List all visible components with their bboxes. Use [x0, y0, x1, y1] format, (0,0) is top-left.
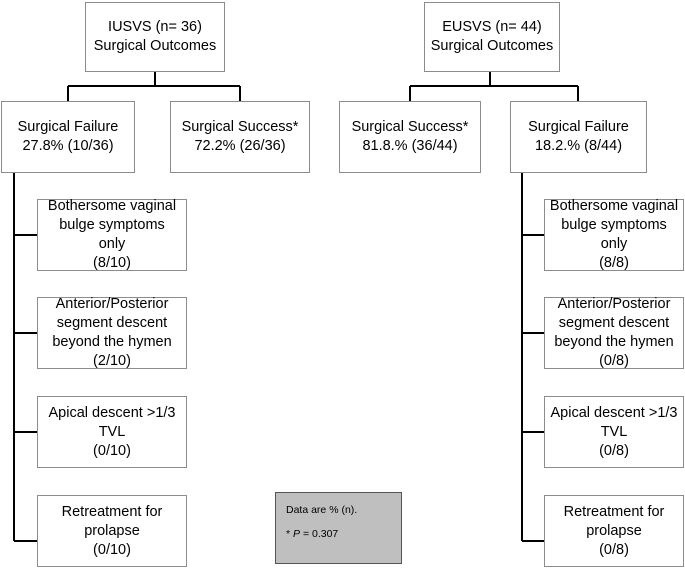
eusvs-success-rate: 81.8.% (36/44): [362, 138, 458, 154]
p-value-variable: P: [293, 528, 301, 540]
p-value-number: = 0.307: [300, 528, 339, 540]
eusvs-title: EUSVS (n= 44): [442, 19, 542, 35]
iusvs-success-label: Surgical Success*: [181, 119, 299, 135]
detail-text: Retreatment for prolapse: [563, 503, 665, 539]
footnote-data-format: Data are % (n).: [286, 504, 358, 516]
iusvs-title: IUSVS (n= 36): [108, 19, 202, 35]
eusvs-failure-rate: 18.2.% (8/44): [534, 138, 623, 154]
detail-count: (0/10): [93, 442, 131, 459]
p-value-prefix: *: [286, 528, 294, 540]
eusvs-outcomes-box: EUSVS (n= 44) Surgical Outcomes: [424, 2, 560, 72]
iusvs-outcomes-box: IUSVS (n= 36) Surgical Outcomes: [85, 2, 225, 72]
detail-count: (0/10): [93, 541, 131, 558]
eusvs-detail-retreatment: Retreatment for prolapse (0/8): [544, 495, 684, 567]
iusvs-failure-box: Surgical Failure 27.8% (10/36): [1, 101, 135, 173]
iusvs-detail-bulge: Bothersome vaginal bulge symptoms only (…: [37, 198, 187, 271]
iusvs-success-box: Surgical Success* 72.2% (26/36): [170, 101, 310, 173]
iusvs-failure-label: Surgical Failure: [17, 119, 119, 135]
detail-text: Bothersome vaginal bulge symptoms only: [549, 198, 679, 252]
detail-count: (8/10): [93, 255, 131, 271]
eusvs-success-box: Surgical Success* 81.8.% (36/44): [339, 101, 481, 173]
iusvs-detail-segment: Anterior/Posterior segment descent beyon…: [37, 296, 187, 369]
iusvs-failure-rate: 27.8% (10/36): [22, 138, 114, 154]
detail-count: (0/8): [599, 353, 629, 369]
iusvs-success-rate: 72.2% (26/36): [194, 138, 286, 154]
detail-count: (0/8): [599, 541, 629, 558]
iusvs-detail-retreatment: Retreatment for prolapse (0/10): [37, 495, 187, 567]
eusvs-failure-label: Surgical Failure: [528, 119, 629, 135]
detail-count: (8/8): [599, 255, 629, 271]
footnote-box: Data are % (n). * P = 0.307: [275, 492, 402, 564]
eusvs-failure-box: Surgical Failure 18.2.% (8/44): [510, 101, 647, 173]
detail-text: Retreatment for prolapse: [61, 503, 163, 539]
detail-text: Apical descent >1/3 TVL: [550, 404, 678, 440]
detail-text: Anterior/Posterior segment descent beyon…: [554, 296, 674, 350]
detail-text: Anterior/Posterior segment descent beyon…: [52, 296, 172, 350]
eusvs-subtitle: Surgical Outcomes: [430, 38, 554, 54]
iusvs-detail-apical: Apical descent >1/3 TVL (0/10): [37, 396, 187, 468]
iusvs-subtitle: Surgical Outcomes: [93, 38, 217, 54]
detail-count: (0/8): [599, 442, 629, 459]
detail-text: Bothersome vaginal bulge symptoms only: [47, 198, 177, 252]
eusvs-success-label: Surgical Success*: [351, 119, 469, 135]
eusvs-detail-apical: Apical descent >1/3 TVL (0/8): [544, 396, 684, 468]
detail-text: Apical descent >1/3 TVL: [48, 404, 176, 440]
eusvs-detail-bulge: Bothersome vaginal bulge symptoms only (…: [544, 198, 684, 271]
eusvs-detail-segment: Anterior/Posterior segment descent beyon…: [544, 296, 684, 369]
footnote-p-value: * P = 0.307: [286, 527, 391, 542]
detail-count: (2/10): [93, 353, 131, 369]
